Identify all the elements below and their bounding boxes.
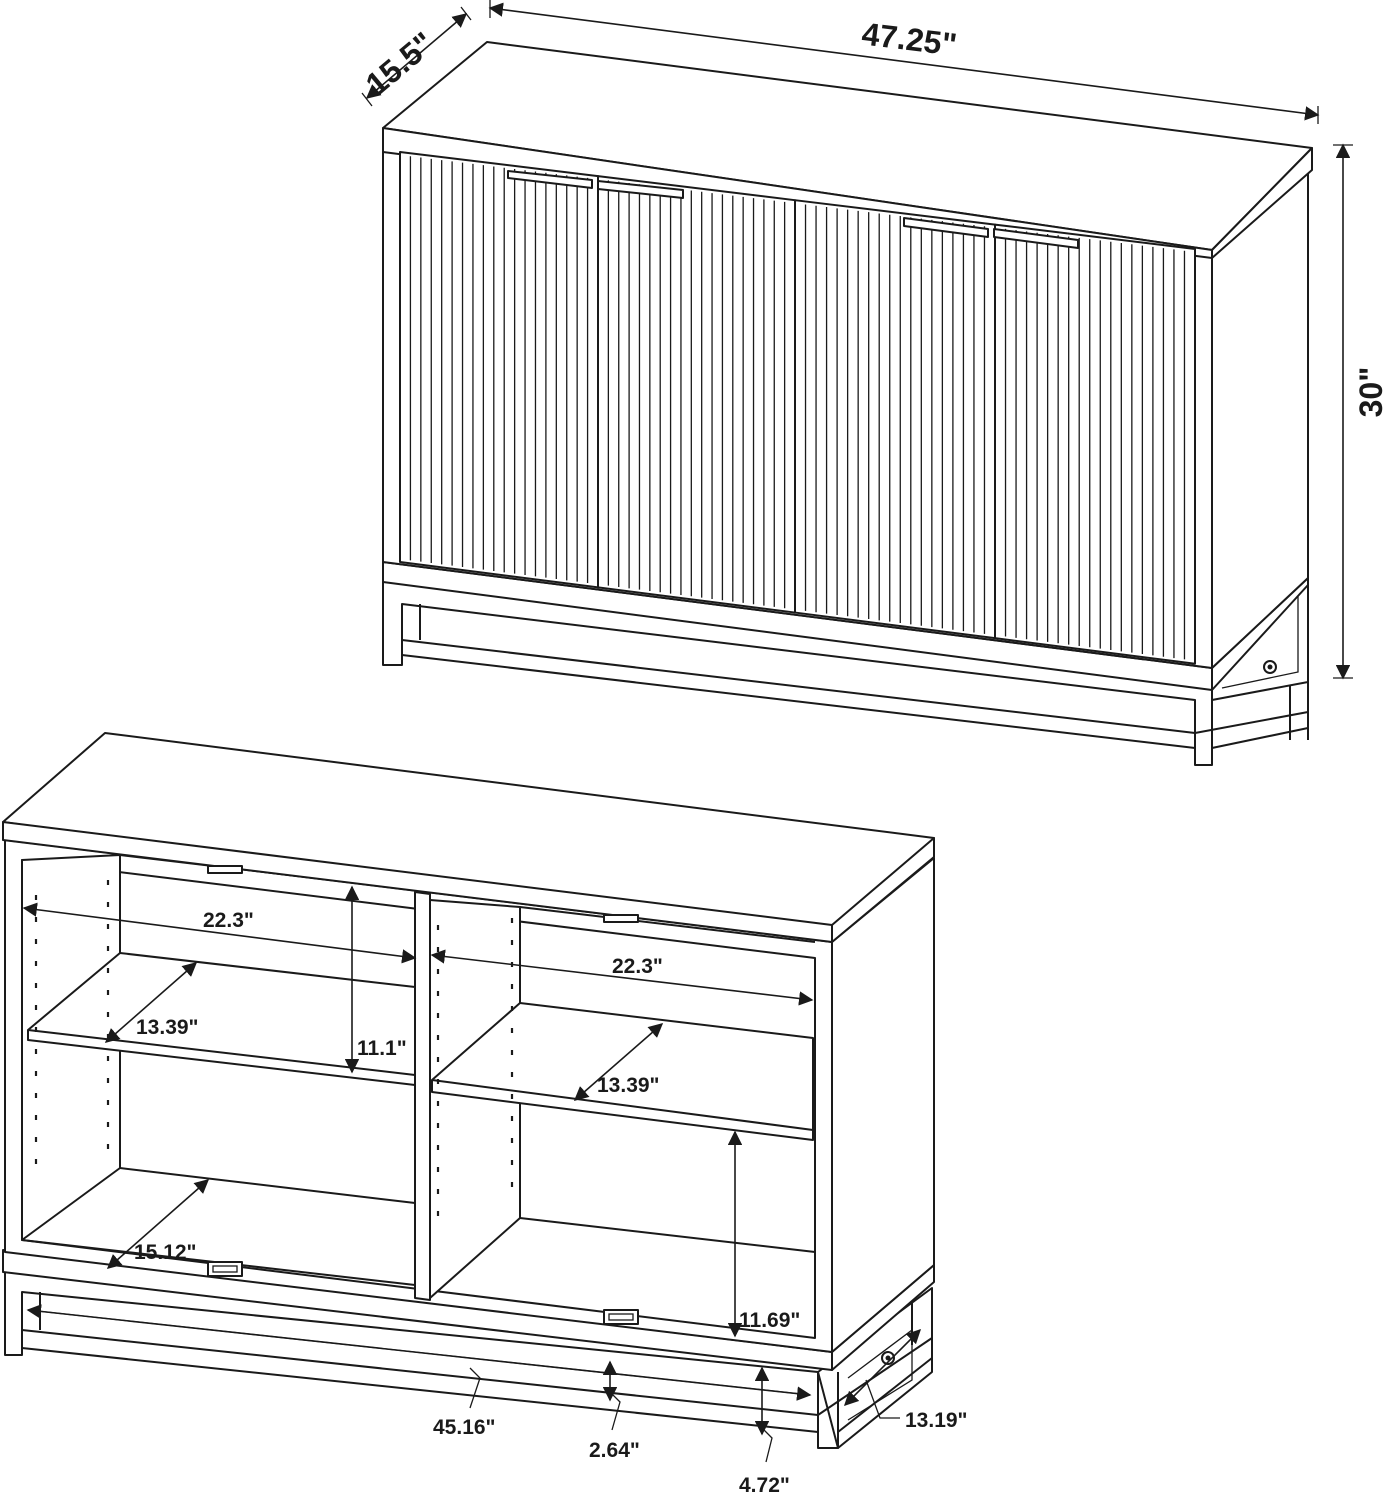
- fluted-door: [794, 199, 996, 640]
- open-body-side: [831, 857, 935, 1353]
- lock-icon: [603, 1309, 639, 1325]
- door-handles: [507, 170, 1079, 249]
- closed-dimensions: [361, 0, 1353, 680]
- base-height-label: 4.72": [739, 1474, 790, 1497]
- handle-icon: [207, 865, 243, 874]
- center-divider: [414, 891, 431, 1301]
- leveler-icon: [1263, 660, 1277, 674]
- height-label: 30": [1353, 367, 1384, 418]
- door-handle-icon: [993, 228, 1079, 249]
- width-label: 47.25": [860, 15, 959, 62]
- base-inner-length-label: 45.16": [433, 1416, 496, 1439]
- right-shelf-depth-label: 13.39": [597, 1074, 660, 1097]
- lock-icon: [207, 1261, 243, 1277]
- open-dimensions: [22, 885, 922, 1463]
- fluted-door: [597, 175, 796, 614]
- fluted-door: [399, 151, 599, 589]
- open-cabinet-view: 22.3" 22.3" 13.39" 13.39" 11.1" 11.69" 1…: [2, 732, 968, 1497]
- upper-compartment-height-label: 11.1": [357, 1037, 407, 1060]
- left-compartment-width-label: 22.3": [203, 909, 254, 932]
- fluted-door: [994, 223, 1196, 665]
- left-shelf-depth-label: 13.39": [136, 1016, 199, 1039]
- handle-icon: [603, 914, 639, 923]
- door-handle-icon: [507, 170, 593, 189]
- right-compartment-width-label: 22.3": [612, 955, 663, 978]
- door-handle-icon: [903, 217, 989, 238]
- fluted-doors: [399, 151, 1196, 665]
- base-inner-depth-label: 13.19": [905, 1409, 968, 1432]
- shelf-pin-holes: [34, 880, 514, 1216]
- base-rail-height-label: 2.64": [589, 1439, 640, 1462]
- closed-cabinet-view: 15.5" 47.25" 30": [359, 0, 1384, 766]
- bottom-depth-label: 15.12": [134, 1241, 197, 1264]
- door-handle-icon: [597, 180, 684, 199]
- lower-compartment-height-label: 11.69": [739, 1309, 800, 1332]
